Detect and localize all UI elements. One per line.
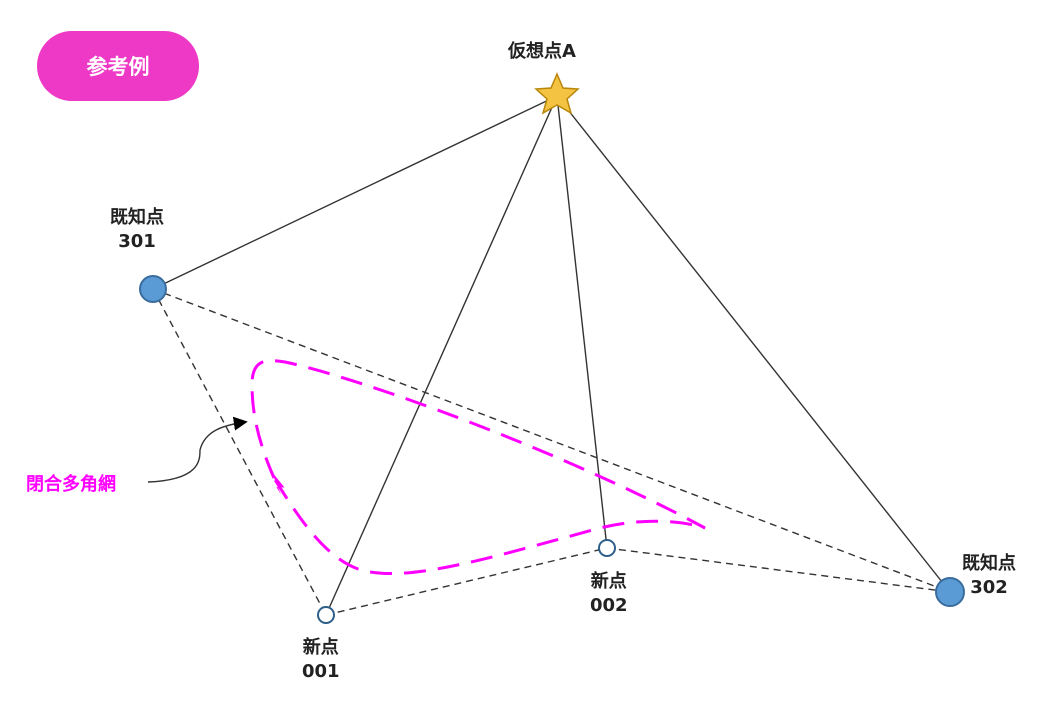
known-point-301-number: 301: [118, 231, 156, 252]
virtual-point-star-icon: [534, 72, 580, 115]
new-point-002-number: 002: [590, 595, 628, 616]
new-point-001-marker: [317, 606, 335, 624]
solid-lines: [152, 95, 951, 616]
known-point-302-number: 302: [970, 577, 1008, 598]
badge-label: 参考例: [86, 55, 150, 79]
known-point-301-marker: [139, 275, 167, 303]
example-badge: 参考例: [37, 31, 199, 101]
new-point-001-label: 新点 001: [302, 636, 340, 684]
closed-loop-label: 閉合多角網: [26, 474, 116, 495]
dash-001-002: [325, 547, 608, 616]
line-a-302: [556, 95, 951, 593]
loop-direction-arrow-icon: [270, 470, 285, 495]
known-point-301-name: 既知点: [110, 207, 164, 228]
new-point-001-name: 新点: [302, 637, 339, 658]
new-point-001-number: 001: [302, 661, 340, 682]
new-point-002-label: 新点 002: [590, 570, 628, 618]
line-a-301: [152, 95, 558, 290]
virtual-point-label: 仮想点A: [508, 41, 576, 62]
dash-301-302: [152, 288, 951, 593]
known-point-301-label: 既知点 301: [110, 206, 164, 254]
known-point-302-label: 既知点 302: [962, 552, 1016, 600]
known-point-302-name: 既知点: [962, 553, 1016, 574]
closed-loop-path: [250, 359, 706, 576]
known-point-302-marker: [935, 577, 965, 607]
line-a-001: [325, 95, 558, 616]
line-a-002: [556, 95, 608, 549]
dashed-lines: [152, 288, 951, 616]
dash-301-001: [152, 288, 327, 616]
new-point-002-marker: [598, 539, 616, 557]
new-point-002-name: 新点: [590, 571, 627, 592]
dash-002-302: [606, 547, 951, 593]
callout-arrow: [147, 416, 248, 483]
